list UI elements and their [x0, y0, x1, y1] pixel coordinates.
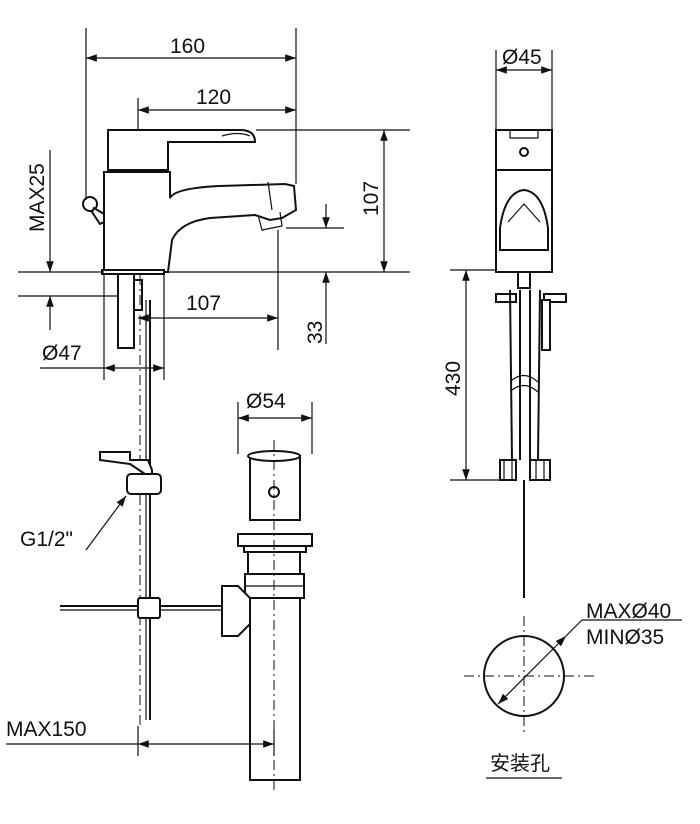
- faucet-side-view: [495, 129, 567, 598]
- install-hole-min-label: MINØ35: [586, 626, 664, 649]
- dim-max25: MAX25: [26, 163, 49, 232]
- dim-d54: Ø54: [246, 390, 286, 413]
- dim-120: 120: [196, 86, 231, 109]
- hose-end-right: [529, 459, 551, 481]
- faucet-body: [103, 171, 298, 273]
- lever-handle: [107, 129, 257, 171]
- dim-107-reach: 107: [186, 292, 221, 315]
- drain-assembly: [221, 440, 313, 790]
- dim-d45: Ø45: [502, 46, 542, 69]
- g-connection: [126, 473, 162, 495]
- dim-107-height: 107: [360, 181, 383, 216]
- dim-max150: MAX150: [6, 718, 87, 741]
- hose-fitting: [99, 451, 153, 477]
- hose-end-left: [499, 459, 517, 481]
- drain-tail: [249, 597, 301, 781]
- dim-33: 33: [304, 321, 327, 344]
- dimension-lines: 160 120 107 MAX25 107 33 Ø47 Ø54: [6, 28, 553, 756]
- dim-430: 430: [442, 361, 465, 396]
- shank: [117, 273, 135, 349]
- install-hole-caption: 安装孔: [490, 751, 550, 775]
- dim-160: 160: [170, 35, 205, 58]
- dim-d47: Ø47: [42, 342, 82, 365]
- dim-g12: G1/2": [20, 528, 73, 551]
- install-hole-diagram: MAXØ40 MINØ35 安装孔: [464, 600, 682, 779]
- drain-head: [249, 451, 301, 521]
- install-hole-max-label: MAXØ40: [586, 600, 671, 623]
